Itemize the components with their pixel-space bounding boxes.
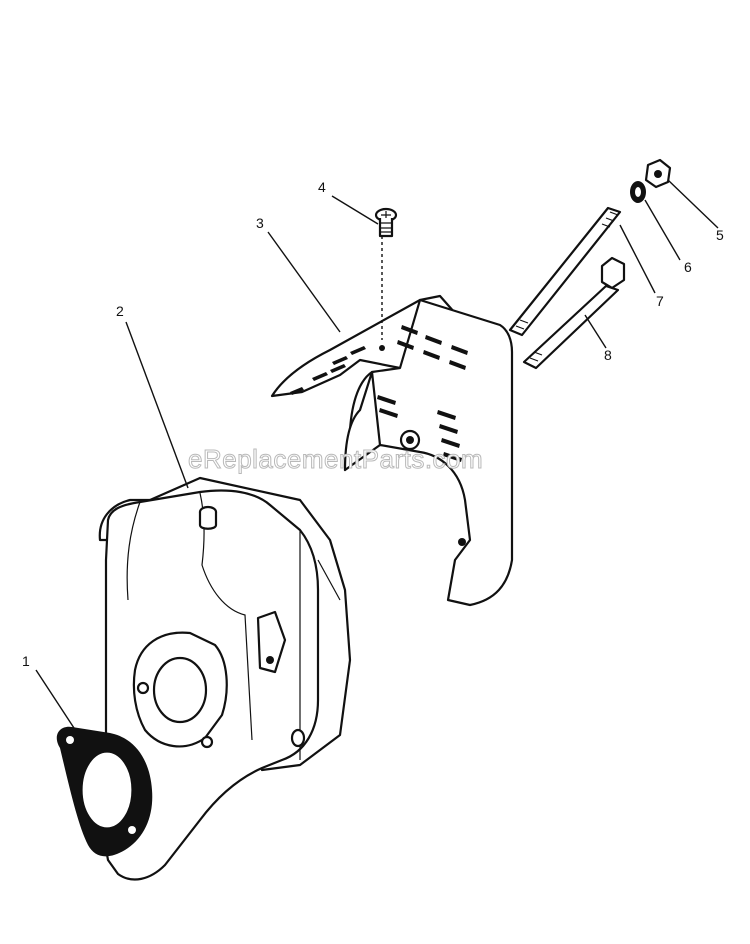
gasket: [56, 726, 153, 857]
callout-2: 2: [116, 303, 124, 319]
callout-6: 6: [684, 259, 692, 275]
watermark: eReplacementParts.com: [188, 444, 483, 474]
callout-7: 7: [656, 293, 664, 309]
nut: [644, 158, 672, 189]
callout-8: 8: [604, 347, 612, 363]
heat-shield: [270, 294, 514, 607]
bolt: [522, 256, 626, 370]
washer: [630, 181, 646, 203]
muffler-body: [98, 476, 352, 881]
leader-lines: [35, 179, 719, 729]
callout-4: 4: [318, 179, 326, 195]
callout-3: 3: [256, 215, 264, 231]
callout-5: 5: [716, 227, 724, 243]
callout-1: 1: [22, 653, 30, 669]
screw: [374, 207, 398, 238]
callouts: 1 2 3 4 5 6 7 8: [22, 179, 724, 669]
stud: [508, 206, 622, 337]
